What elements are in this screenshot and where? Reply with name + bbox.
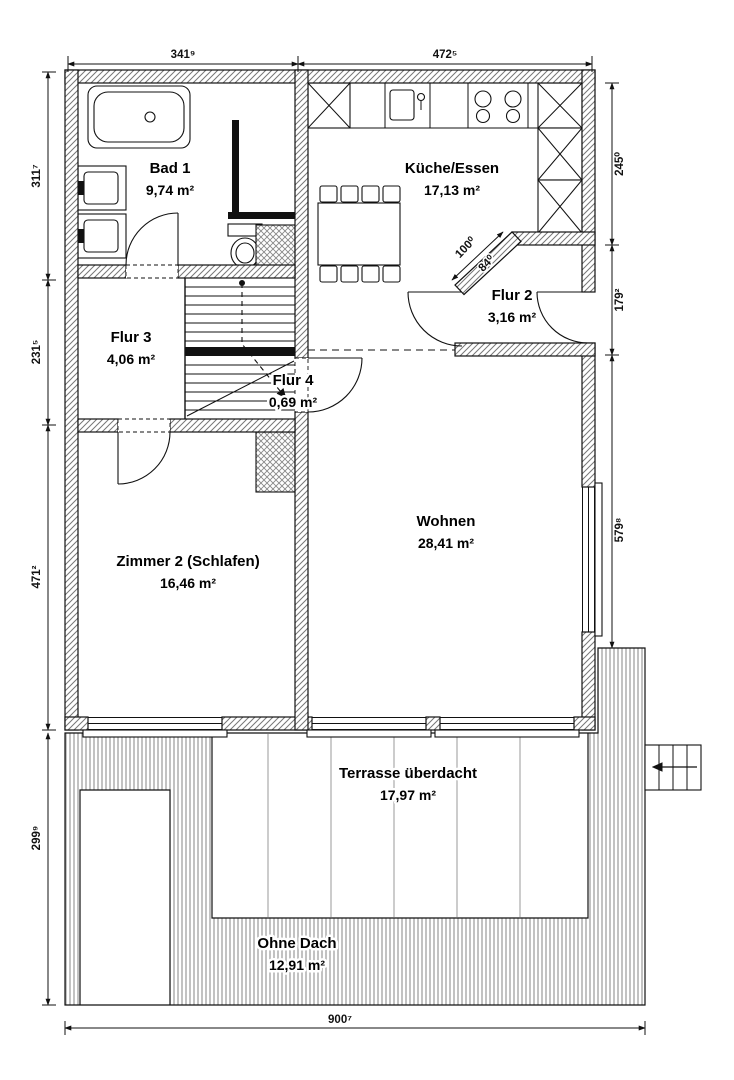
- label-flur4-name: Flur 4: [273, 372, 314, 389]
- wall-flur2-top: [511, 231, 596, 246]
- label-zimmer2-area: 16,46 m²: [160, 575, 216, 591]
- window-wohnen-1: [306, 717, 432, 738]
- window-zimmer2: [82, 717, 228, 738]
- wall-interior-vertical-lower: [294, 411, 309, 731]
- label-flur2-name: Flur 2: [492, 287, 533, 304]
- wall-flur3-zimmer2-right: [169, 418, 296, 433]
- door-zimmer2: [117, 418, 171, 485]
- room-labels: Bad 1 9,74 m² Küche/Essen 17,13 m² Flur …: [104, 158, 539, 976]
- wall-bad-flur3-right: [177, 264, 296, 279]
- dim-right-1: 245⁰: [613, 152, 626, 176]
- kitchen-fixtures: [307, 82, 583, 283]
- wall-bottom-4: [573, 716, 596, 731]
- stairs: [184, 278, 295, 419]
- label-kueche-name: Küche/Essen: [405, 160, 499, 177]
- doors: [117, 212, 589, 485]
- wall-right-lower: [581, 631, 596, 731]
- terrace-door: [582, 482, 603, 637]
- label-terrasse-area: 17,97 m²: [380, 787, 436, 803]
- window-wohnen-2: [434, 717, 580, 738]
- stair-treads-upper: [185, 286, 295, 342]
- wall-flur3-zimmer2-left: [77, 418, 119, 433]
- washbasin-2: [77, 213, 127, 259]
- dim-right-3: 579⁸: [614, 518, 626, 543]
- wall-bottom-3: [425, 716, 441, 731]
- label-bad1-name: Bad 1: [150, 160, 191, 177]
- label-bad1-area: 9,74 m²: [146, 182, 195, 198]
- shafts: [255, 224, 296, 493]
- label-wohnen-area: 28,41 m²: [418, 535, 474, 551]
- wall-flur2-bottom: [454, 342, 596, 357]
- label-wohnen-name: Wohnen: [417, 513, 476, 530]
- label-ohnedach-area: 12,91 m²: [269, 957, 325, 973]
- walls: [64, 69, 596, 731]
- wall-bottom-1: [64, 716, 89, 731]
- stair-divider: [185, 347, 295, 356]
- bath-partition-wall-vertical: [232, 120, 239, 218]
- dining-table: [317, 185, 401, 283]
- bathroom-fixtures: [77, 85, 295, 269]
- bathtub: [87, 85, 191, 149]
- terrace-area: [64, 647, 702, 1006]
- tall-unit-mid: [537, 127, 583, 181]
- terrace-paving-stripes: [64, 647, 646, 1006]
- shaft-bath: [255, 224, 296, 271]
- toilet: [227, 223, 263, 269]
- wall-interior-vertical-upper: [294, 69, 309, 359]
- dim-left-3: 471²: [31, 565, 43, 588]
- door-bad1: [125, 212, 179, 279]
- tall-unit-low: [537, 179, 583, 234]
- wall-right-mid: [581, 342, 596, 488]
- label-terrasse-name: Terrasse überdacht: [339, 765, 477, 782]
- label-flur3-name: Flur 3: [111, 329, 152, 346]
- door-flur4-wohnen: [294, 357, 363, 413]
- dim-diag-1: 100⁰: [453, 234, 479, 260]
- wall-bad-flur3-left: [77, 264, 127, 279]
- dim-left-2: 231⁵: [31, 340, 43, 365]
- exterior-steps: [644, 744, 702, 791]
- dim-top-left: 341⁹: [171, 49, 196, 61]
- washbasin-1: [77, 165, 127, 211]
- dim-right-2: 179²: [614, 288, 626, 311]
- door-flur2-kueche: [407, 291, 463, 347]
- dim-top-right: 472⁵: [433, 49, 458, 61]
- wall-top: [64, 69, 596, 84]
- tall-unit-corner: [537, 82, 583, 129]
- label-flur2-area: 3,16 m²: [488, 309, 537, 325]
- shaft-lower: [255, 431, 296, 493]
- tall-unit-fridge: [307, 82, 351, 129]
- label-kueche-area: 17,13 m²: [424, 182, 480, 198]
- dim-bottom: 900⁷: [328, 1014, 352, 1026]
- walking-line: [241, 283, 287, 399]
- stair-cut-line: [186, 360, 295, 417]
- dim-left-1: 311⁷: [31, 164, 43, 188]
- label-flur3-area: 4,06 m²: [107, 351, 156, 367]
- terrace-deck-boards: [267, 734, 521, 917]
- label-flur4-area: 0,69 m²: [269, 394, 318, 410]
- label-zimmer2-name: Zimmer 2 (Schlafen): [116, 553, 259, 570]
- label-ohnedach-name: Ohne Dach: [257, 935, 336, 952]
- dim-left-4: 299⁹: [31, 826, 43, 851]
- wall-left: [64, 69, 79, 731]
- bath-partition-wall-horizontal: [228, 212, 295, 219]
- wall-right-upper: [581, 69, 596, 293]
- windows: [82, 482, 603, 738]
- stove-burners: [474, 90, 522, 124]
- door-entry: [536, 291, 589, 344]
- kitchen-sink: [389, 89, 426, 121]
